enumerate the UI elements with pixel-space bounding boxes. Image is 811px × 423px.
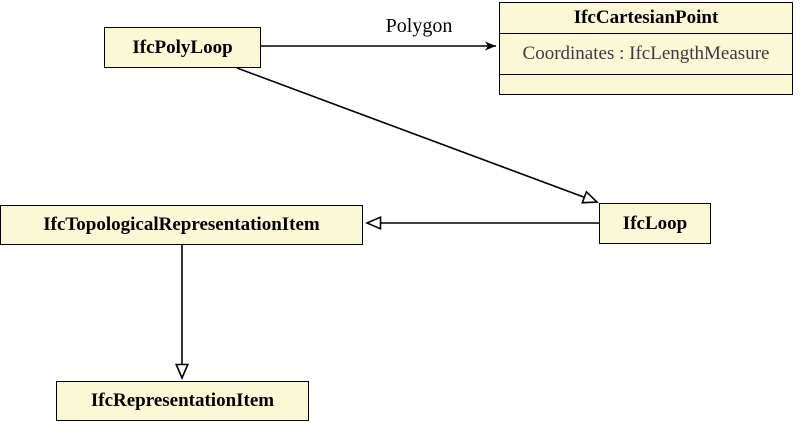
edge-label-polygon: Polygon [385,15,453,37]
node-ifcrepresentationitem-label: IfcRepresentationItem [90,390,275,411]
node-ifccartesianpoint-operations-empty [500,75,792,94]
node-ifcloop[interactable]: IfcLoop [599,203,711,244]
node-ifcpolyloop[interactable]: IfcPolyLoop [104,27,261,68]
node-ifccartesianpoint-label: IfcCartesianPoint [573,7,719,28]
node-ifcrepresentationitem[interactable]: IfcRepresentationItem [56,381,309,421]
node-ifctopologicalrepresentationitem[interactable]: IfcTopologicalRepresentationItem [0,205,363,245]
node-ifccartesianpoint-title-compartment: IfcCartesianPoint [500,3,792,34]
node-ifccartesianpoint[interactable]: IfcCartesianPoint Coordinates : IfcLengt… [499,2,793,95]
edge-polyloop-loop-generalization-line [236,67,599,204]
node-ifccartesianpoint-attribute: Coordinates : IfcLengthMeasure [500,34,792,75]
node-ifctopologicalrepresentationitem-label: IfcTopologicalRepresentationItem [43,214,320,235]
node-ifcloop-label: IfcLoop [622,212,688,234]
node-ifcpolyloop-label: IfcPolyLoop [132,36,233,58]
